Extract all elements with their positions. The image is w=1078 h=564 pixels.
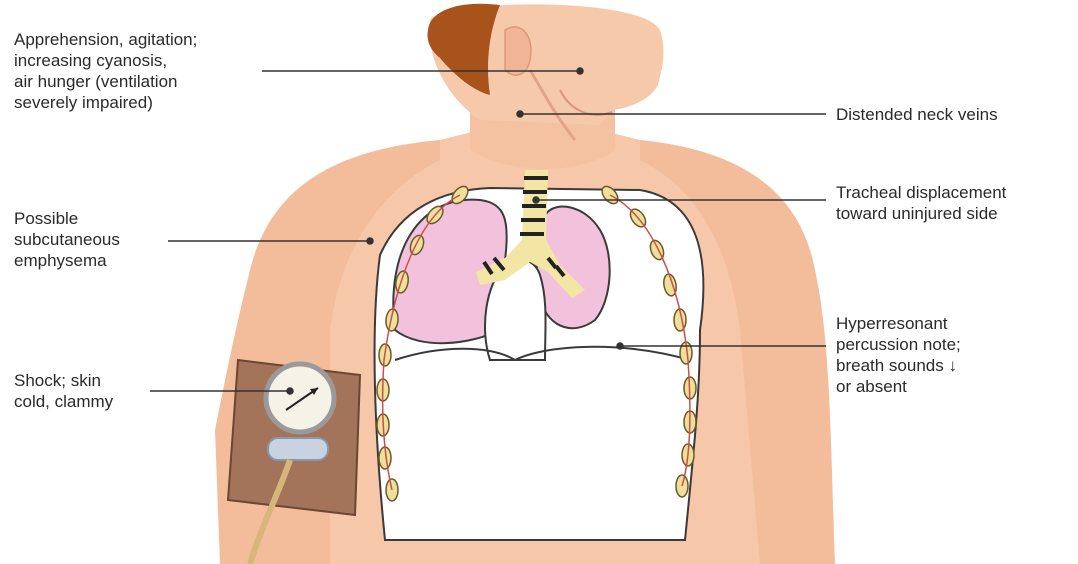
label-line: toward uninjured side [836, 203, 1006, 224]
ear [505, 27, 531, 75]
label-line: Distended neck veins [836, 104, 998, 125]
down-arrow-icon: ↓ [948, 356, 957, 375]
label-distended-neck-veins: Distended neck veins [836, 104, 998, 125]
label-tracheal-displacement: Tracheal displacement toward uninjured s… [836, 182, 1006, 224]
label-apprehension: Apprehension, agitation; increasing cyan… [14, 29, 197, 113]
label-line: Possible [14, 208, 120, 229]
label-line: Apprehension, agitation; [14, 29, 197, 50]
label-line: Hyperresonant [836, 313, 961, 334]
label-line: or absent [836, 376, 961, 397]
label-text: breath sounds [836, 356, 944, 375]
label-line: increasing cyanosis, [14, 50, 197, 71]
label-shock: Shock; skin cold, clammy [14, 370, 113, 412]
bp-valve [268, 438, 328, 460]
label-line: subcutaneous [14, 229, 120, 250]
label-line: cold, clammy [14, 391, 113, 412]
label-line: Shock; skin [14, 370, 113, 391]
label-line: Tracheal displacement [836, 182, 1006, 203]
label-subcutaneous-emphysema: Possible subcutaneous emphysema [14, 208, 120, 271]
label-hyperresonant: Hyperresonant percussion note; breath so… [836, 313, 961, 397]
label-line: percussion note; [836, 334, 961, 355]
label-line: breath sounds ↓ [836, 355, 961, 376]
label-line: emphysema [14, 250, 120, 271]
label-line: severely impaired) [14, 92, 197, 113]
label-line: air hunger (ventilation [14, 71, 197, 92]
bp-gauge [266, 364, 334, 432]
